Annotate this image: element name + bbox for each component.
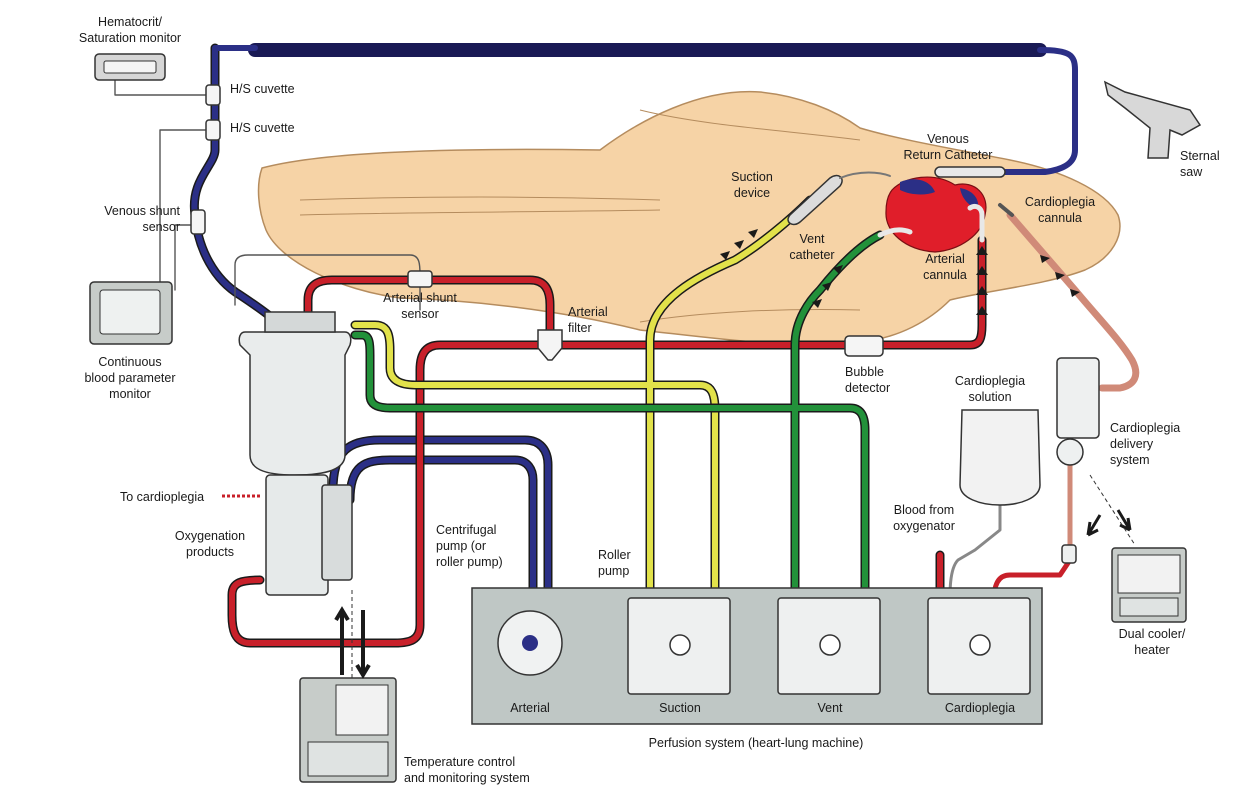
cardioplegia-solution-bag [959, 409, 1041, 506]
vent-pump [777, 597, 881, 695]
svg-text:Bubble: Bubble [845, 365, 884, 379]
svg-text:delivery: delivery [1110, 437, 1154, 451]
svg-text:Arterial: Arterial [925, 252, 965, 266]
svg-text:Continuous: Continuous [98, 355, 161, 369]
label-blood-from-oxygenator: Blood from oxygenator [893, 503, 955, 533]
svg-text:pump (or: pump (or [436, 539, 486, 553]
svg-text:Roller: Roller [598, 548, 631, 562]
svg-text:pump: pump [598, 564, 629, 578]
cardioplegia-delivery-system [1056, 357, 1100, 564]
perfusion-console [471, 587, 1043, 725]
cardioplegia-cannula [998, 203, 1014, 217]
hematocrit-monitor [94, 53, 166, 81]
hs-cuvette-1 [205, 84, 221, 106]
svg-text:cannula: cannula [1038, 211, 1082, 225]
hs-cuvette-2 [205, 119, 221, 141]
svg-text:blood parameter: blood parameter [84, 371, 175, 385]
svg-text:solution: solution [968, 390, 1011, 404]
svg-text:products: products [186, 545, 234, 559]
label-centrifugal-pump: Centrifugal pump (or roller pump) [436, 523, 503, 569]
label-arterial-filter: Arterial filter [568, 305, 608, 335]
svg-text:detector: detector [845, 381, 890, 395]
svg-text:Sternal: Sternal [1180, 149, 1220, 163]
svg-text:Cardioplegia: Cardioplegia [955, 374, 1025, 388]
svg-text:saw: saw [1180, 165, 1203, 179]
svg-text:oxygenator: oxygenator [893, 519, 955, 533]
label-pump-vent: Vent [817, 701, 843, 715]
label-bubble-detector: Bubble detector [845, 365, 890, 395]
label-cardioplegia-solution: Cardioplegia solution [955, 374, 1025, 404]
svg-text:catheter: catheter [789, 248, 834, 262]
svg-text:Arterial: Arterial [568, 305, 608, 319]
svg-text:Venous: Venous [927, 132, 969, 146]
label-temperature-control: Temperature control and monitoring syste… [404, 755, 530, 785]
oxygenator-reservoir [222, 311, 353, 596]
svg-text:cannula: cannula [923, 268, 967, 282]
label-sternal-saw: Sternal saw [1180, 149, 1220, 179]
cardioplegia-pump [927, 597, 1031, 695]
svg-text:sensor: sensor [142, 220, 180, 234]
svg-text:Cardioplegia: Cardioplegia [1110, 421, 1180, 435]
svg-text:Suction: Suction [731, 170, 773, 184]
label-pump-cardioplegia: Cardioplegia [945, 701, 1015, 715]
dual-cooler-heater [1086, 474, 1187, 623]
svg-text:sensor: sensor [401, 307, 439, 321]
label-pump-arterial: Arterial [510, 701, 550, 715]
svg-text:Venous shunt: Venous shunt [104, 204, 180, 218]
continuous-blood-parameter-monitor [89, 281, 173, 345]
label-hs-cuvette-1: H/S cuvette [230, 82, 295, 96]
svg-text:Return Catheter: Return Catheter [904, 148, 993, 162]
label-dual-cooler: Dual cooler/ heater [1119, 627, 1186, 657]
svg-text:filter: filter [568, 321, 592, 335]
label-perfusion-system: Perfusion system (heart-lung machine) [649, 736, 864, 750]
arterial-shunt-sensor [407, 270, 433, 288]
label-cardioplegia-delivery: Cardioplegia delivery system [1110, 421, 1180, 467]
svg-text:heater: heater [1134, 643, 1169, 657]
suction-device [787, 174, 843, 226]
label-cardioplegia-cannula: Cardioplegia cannula [1025, 195, 1095, 225]
label-continuous-monitor: Continuous blood parameter monitor [84, 355, 175, 401]
arterial-filter [537, 329, 563, 361]
svg-text:roller pump): roller pump) [436, 555, 503, 569]
svg-text:Arterial shunt: Arterial shunt [383, 291, 457, 305]
suction-pump [627, 597, 731, 695]
bubble-detector [844, 335, 884, 357]
svg-text:Hematocrit/: Hematocrit/ [98, 15, 162, 29]
label-oxygenation-products: Oxygenation products [175, 529, 245, 559]
svg-text:device: device [734, 186, 770, 200]
svg-text:Centrifugal: Centrifugal [436, 523, 496, 537]
label-venous-shunt-sensor: Venous shunt sensor [104, 204, 180, 234]
svg-text:Temperature control: Temperature control [404, 755, 515, 769]
temperature-control-system [299, 590, 397, 783]
label-vent-catheter: Vent catheter [789, 232, 834, 262]
sternal-saw-icon [1103, 80, 1202, 159]
flow-arrows [720, 229, 1080, 315]
label-venous-return-catheter: Venous Return Catheter [904, 132, 993, 162]
svg-text:Vent: Vent [799, 232, 825, 246]
label-arterial-cannula: Arterial cannula [923, 252, 967, 282]
svg-text:Cardioplegia: Cardioplegia [1025, 195, 1095, 209]
label-pump-suction: Suction [659, 701, 701, 715]
patient-body [257, 90, 1121, 346]
svg-text:system: system [1110, 453, 1150, 467]
label-arterial-shunt-sensor: Arterial shunt sensor [383, 291, 457, 321]
label-hematocrit-monitor: Hematocrit/ Saturation monitor [79, 15, 181, 45]
label-roller-pump: Roller pump [598, 548, 631, 578]
venous-return-catheter [934, 166, 1006, 178]
venous-shunt-sensor [190, 209, 206, 235]
svg-text:Blood from: Blood from [894, 503, 954, 517]
svg-text:Dual cooler/: Dual cooler/ [1119, 627, 1186, 641]
label-suction-device: Suction device [731, 170, 773, 200]
svg-text:Oxygenation: Oxygenation [175, 529, 245, 543]
svg-text:Saturation monitor: Saturation monitor [79, 31, 181, 45]
label-to-cardioplegia: To cardioplegia [120, 490, 204, 504]
svg-text:and monitoring system: and monitoring system [404, 771, 530, 785]
svg-text:monitor: monitor [109, 387, 151, 401]
arterial-pump [497, 610, 563, 676]
label-hs-cuvette-2: H/S cuvette [230, 121, 295, 135]
